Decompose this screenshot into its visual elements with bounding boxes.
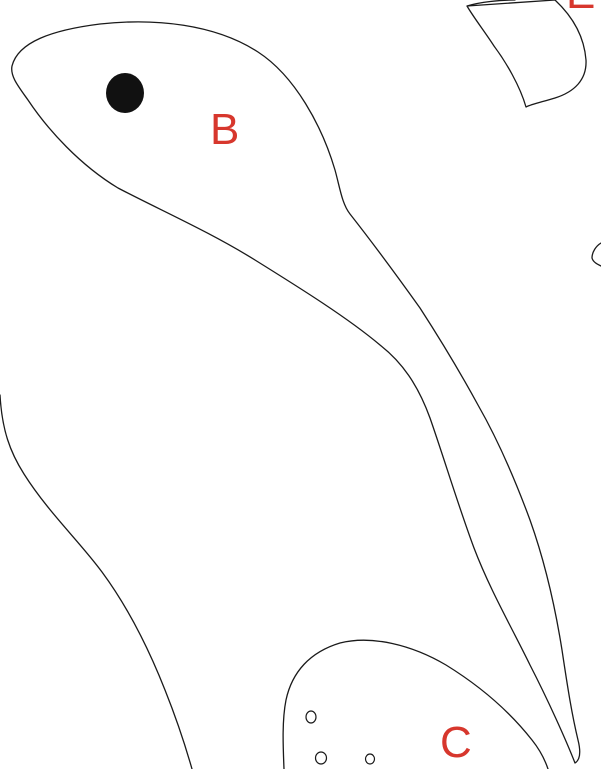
region-c-outline (283, 640, 548, 769)
region-b-spot (106, 73, 144, 113)
region-e-label: E (566, 0, 595, 16)
region-b-outline (12, 22, 580, 763)
region-c-hole-2 (316, 752, 327, 764)
region-c-label: C (440, 721, 472, 765)
edge-fragment-outline (592, 243, 601, 266)
outer-body-outline (0, 395, 192, 769)
region-b-label: B (210, 108, 239, 152)
region-c-hole-1 (306, 711, 316, 723)
region-c-hole-3 (366, 754, 375, 764)
